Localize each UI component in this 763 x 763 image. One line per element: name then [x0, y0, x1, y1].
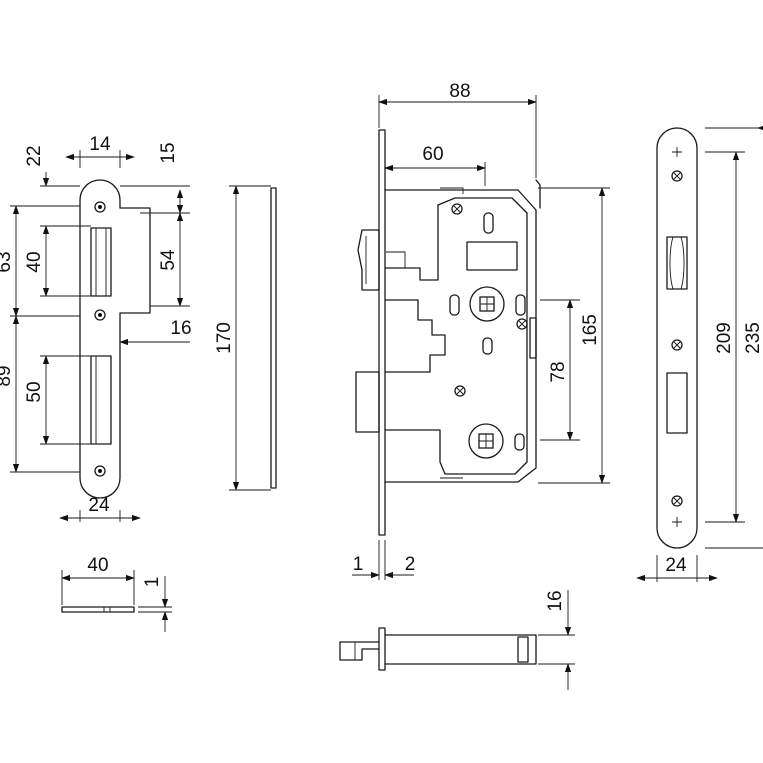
lock-body-side-view [352, 95, 610, 580]
dim-strike-upper-span: 63 [0, 251, 15, 272]
dim-strike-width: 24 [88, 495, 110, 516]
dim-strike-lower-span: 89 [0, 365, 15, 386]
dim-lock-case-height: 165 [580, 314, 601, 346]
dim-strike-step: 16 [170, 318, 191, 339]
screw-icon [671, 170, 683, 182]
lock-faceplate-front-view [636, 124, 763, 582]
follower-icon [469, 286, 505, 322]
dim-strike-height: 170 [214, 322, 235, 354]
screw-hole-icon [94, 201, 106, 213]
dim-faceplate-height: 235 [743, 322, 763, 354]
dim-strike-upper-slot: 40 [24, 251, 45, 272]
dim-strike-plate-width: 40 [87, 555, 108, 576]
dim-lock-center-distance: 78 [548, 361, 569, 382]
dim-lock-backset: 60 [422, 144, 443, 165]
dim-strike-lower-slot: 50 [24, 381, 45, 402]
dim-faceplate-width: 24 [665, 555, 687, 576]
screw-icon [671, 495, 683, 507]
screw-icon [516, 318, 528, 330]
dim-strike-latch-height: 54 [158, 249, 179, 271]
screw-icon [671, 339, 683, 351]
dim-strike-width-top: 14 [89, 134, 111, 155]
screw-hole-icon [94, 465, 106, 477]
lock-body-plan-view [339, 590, 575, 690]
strike-plate-front-view [10, 150, 190, 522]
dim-faceplate-fixing: 209 [714, 322, 735, 354]
dim-plate-gap: 1 [353, 554, 364, 575]
screw-icon [451, 203, 463, 215]
dim-plate-thickness: 2 [405, 554, 416, 575]
screw-icon [454, 385, 466, 397]
cylinder-hole-icon [468, 423, 504, 459]
strike-plate-side-view [229, 185, 277, 491]
dim-strike-top-offset: 22 [24, 145, 45, 166]
dim-strike-top-right: 15 [158, 142, 179, 163]
screw-hole-icon [94, 309, 106, 321]
dim-bolt-height: 16 [545, 590, 566, 611]
strike-plate-plan-view [61, 570, 172, 632]
dim-lock-total-width: 88 [449, 81, 470, 102]
dim-strike-thickness: 1 [142, 577, 163, 588]
